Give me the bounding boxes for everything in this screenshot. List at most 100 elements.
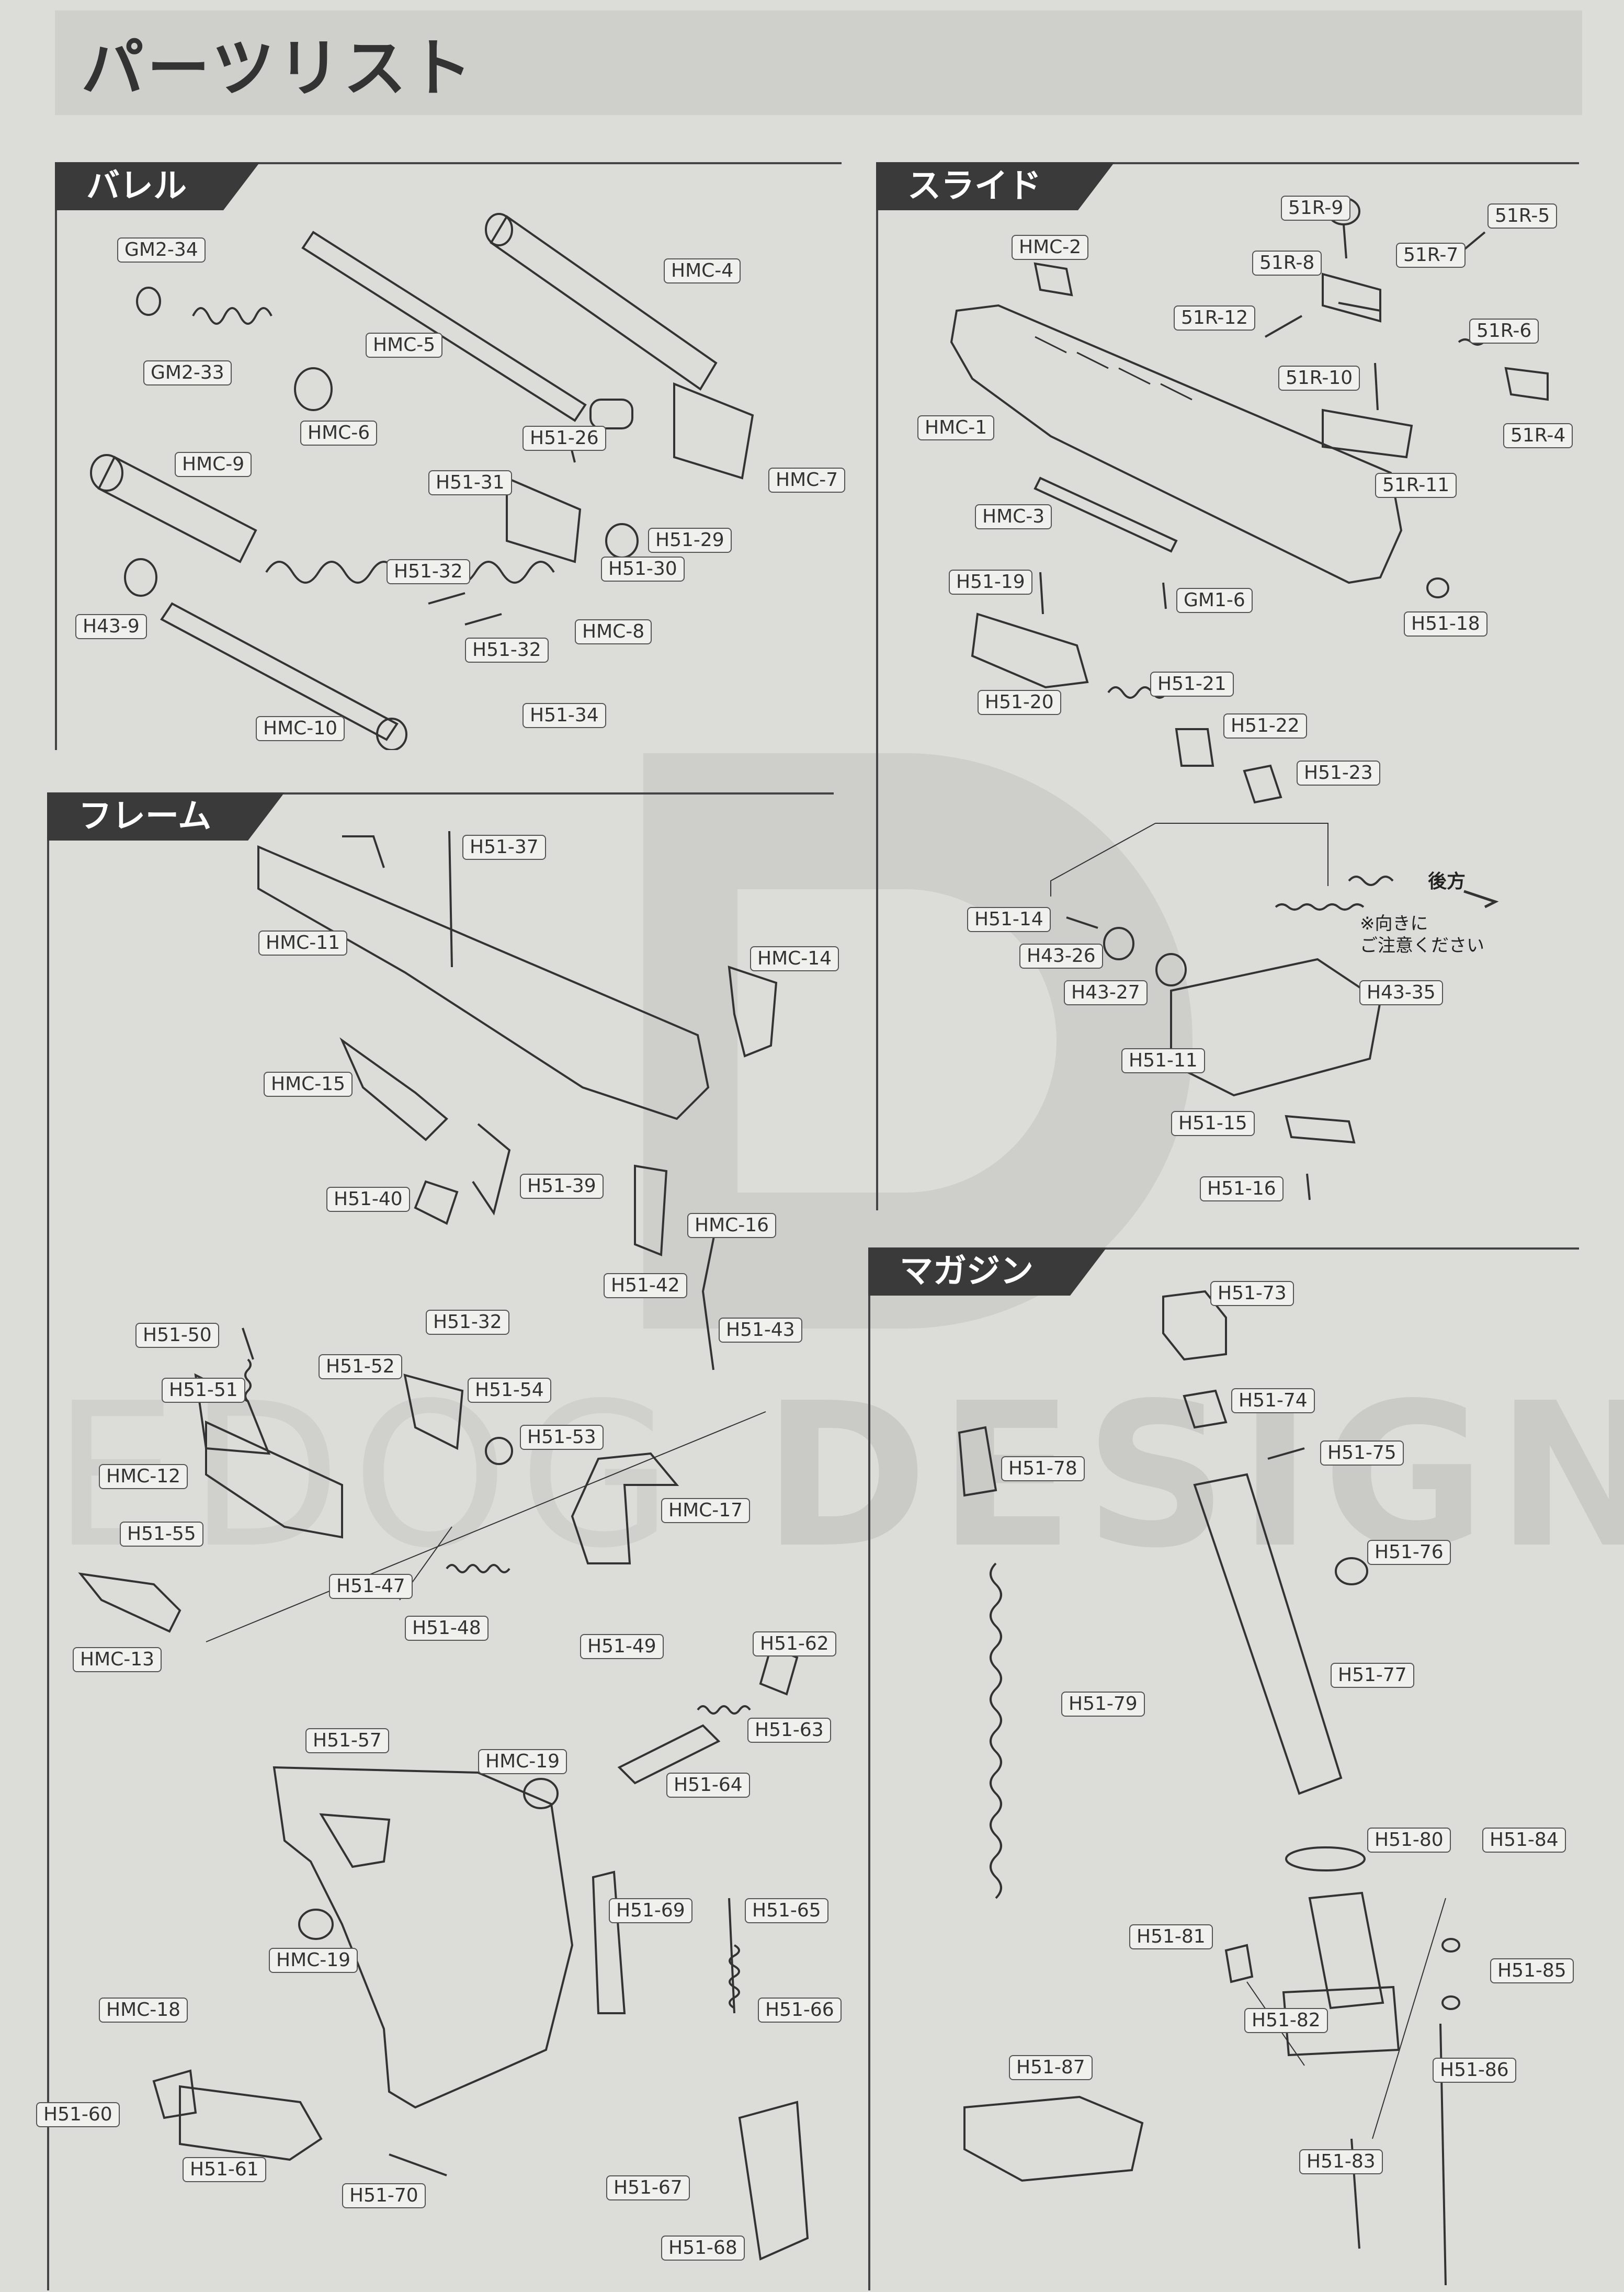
part-label: H51-21 [1150, 672, 1234, 697]
part-label: H51-65 [745, 1898, 828, 1923]
part-label: 51R-12 [1174, 305, 1256, 331]
part-label: HMC-16 [687, 1213, 777, 1238]
part-label: H51-67 [606, 2175, 690, 2200]
part-label: HMC-7 [768, 468, 846, 493]
part-label: HMC-9 [175, 452, 252, 477]
part-label: HMC-3 [975, 504, 1052, 529]
part-label: HMC-17 [661, 1498, 751, 1523]
part-label: H51-14 [967, 907, 1051, 932]
part-label: 51R-8 [1252, 251, 1322, 276]
part-label: HMC-2 [1012, 235, 1089, 260]
part-label: GM1-6 [1176, 588, 1253, 613]
part-label: H51-83 [1299, 2149, 1383, 2174]
part-label: H51-61 [183, 2157, 266, 2182]
part-label: H51-64 [666, 1773, 750, 1798]
part-label: H51-42 [604, 1273, 687, 1298]
part-label: H51-82 [1244, 2008, 1328, 2033]
part-label: 51R-6 [1469, 319, 1539, 344]
part-label: HMC-11 [258, 931, 348, 956]
part-label: 51R-9 [1281, 196, 1351, 221]
direction-note: 後方 [1428, 871, 1466, 892]
part-label: H51-18 [1404, 611, 1487, 637]
part-label: HMC-4 [664, 258, 741, 283]
part-label: H51-16 [1200, 1176, 1284, 1201]
part-label: H51-70 [342, 2183, 426, 2208]
section-frame-title: フレーム [47, 792, 285, 841]
section-barrel: バレル [55, 162, 846, 750]
part-label: H51-43 [719, 1318, 802, 1343]
part-label: H51-34 [523, 703, 606, 728]
part-label: H51-51 [162, 1378, 245, 1403]
part-label: HMC-15 [264, 1072, 353, 1097]
part-label: HMC-13 [73, 1647, 162, 1672]
part-label: H51-87 [1009, 2055, 1093, 2080]
part-label: H51-23 [1297, 761, 1380, 786]
part-label: H51-62 [753, 1631, 836, 1656]
part-label: H51-63 [747, 1718, 831, 1743]
section-slide: スライド [876, 162, 1579, 1210]
part-label: HMC-10 [256, 716, 345, 741]
part-label: GM2-34 [117, 237, 206, 263]
part-label: 51R-4 [1503, 423, 1573, 448]
part-label: H51-22 [1223, 713, 1307, 739]
part-label: H51-76 [1367, 1540, 1451, 1565]
part-label: H51-69 [609, 1898, 692, 1923]
section-barrel-title: バレル [55, 162, 260, 210]
part-label: H51-15 [1171, 1111, 1255, 1136]
watermark-right: DESIGNS [763, 1360, 1624, 1592]
part-label: 51R-7 [1396, 243, 1466, 268]
part-label: H51-73 [1210, 1281, 1294, 1306]
part-label: H51-85 [1490, 1958, 1574, 1983]
part-label: 51R-11 [1375, 473, 1457, 498]
section-slide-title: スライド [876, 162, 1115, 210]
part-label: GM2-33 [143, 360, 232, 385]
part-label: H51-57 [305, 1728, 389, 1753]
part-label: H43-35 [1359, 980, 1443, 1005]
part-label: H51-80 [1367, 1828, 1451, 1853]
part-label: H43-9 [75, 614, 147, 639]
part-label: HMC-14 [750, 946, 839, 971]
part-label: HMC-5 [366, 333, 443, 358]
part-label: H51-60 [36, 2102, 120, 2127]
part-label: H43-26 [1019, 944, 1103, 969]
part-label: H51-39 [520, 1174, 604, 1199]
part-label: HMC-8 [575, 619, 652, 644]
part-label: H51-40 [326, 1187, 410, 1212]
section-frame: フレーム [36, 792, 842, 2290]
part-label: H43-27 [1064, 980, 1148, 1005]
part-label: H51-11 [1121, 1048, 1205, 1073]
part-label: H51-68 [661, 2236, 745, 2261]
part-label: H51-79 [1061, 1692, 1145, 1717]
part-label: 51R-10 [1278, 366, 1360, 391]
part-label: H51-32 [387, 559, 470, 584]
part-label: H51-30 [601, 557, 685, 582]
magazine-diagram [958, 1290, 1460, 2286]
section-magazine-title: マガジン [868, 1247, 1107, 1296]
part-label: H51-86 [1433, 2058, 1516, 2083]
part-label: H51-29 [648, 528, 732, 553]
barrel-diagram [90, 213, 754, 750]
part-label: H51-81 [1129, 1924, 1213, 1949]
part-label: H51-32 [426, 1310, 509, 1335]
page-title: パーツリスト [81, 32, 475, 105]
part-label: H51-74 [1231, 1388, 1315, 1413]
part-label: H51-75 [1320, 1440, 1404, 1466]
part-label: H51-31 [428, 470, 512, 495]
part-label: HMC-19 [269, 1948, 358, 1973]
part-label: H51-78 [1001, 1456, 1085, 1481]
part-label: HMC-6 [300, 421, 378, 446]
part-label: H51-20 [978, 690, 1061, 715]
part-label: H51-77 [1331, 1663, 1414, 1688]
part-label: H51-47 [329, 1574, 413, 1599]
part-label: HMC-1 [917, 415, 995, 440]
part-label: 51R-5 [1487, 203, 1558, 229]
frame-diagram [78, 831, 809, 2261]
part-label: HMC-12 [99, 1464, 188, 1489]
part-label: H51-84 [1482, 1828, 1566, 1853]
page-title-bar: パーツリスト [55, 10, 1582, 115]
caution-note: ※向きに ご注意ください [1360, 913, 1484, 956]
part-label: H51-48 [405, 1616, 489, 1641]
part-label: H51-26 [523, 426, 606, 451]
part-label: H51-66 [758, 1998, 842, 2023]
section-magazine: マガジン [868, 1247, 1579, 2290]
